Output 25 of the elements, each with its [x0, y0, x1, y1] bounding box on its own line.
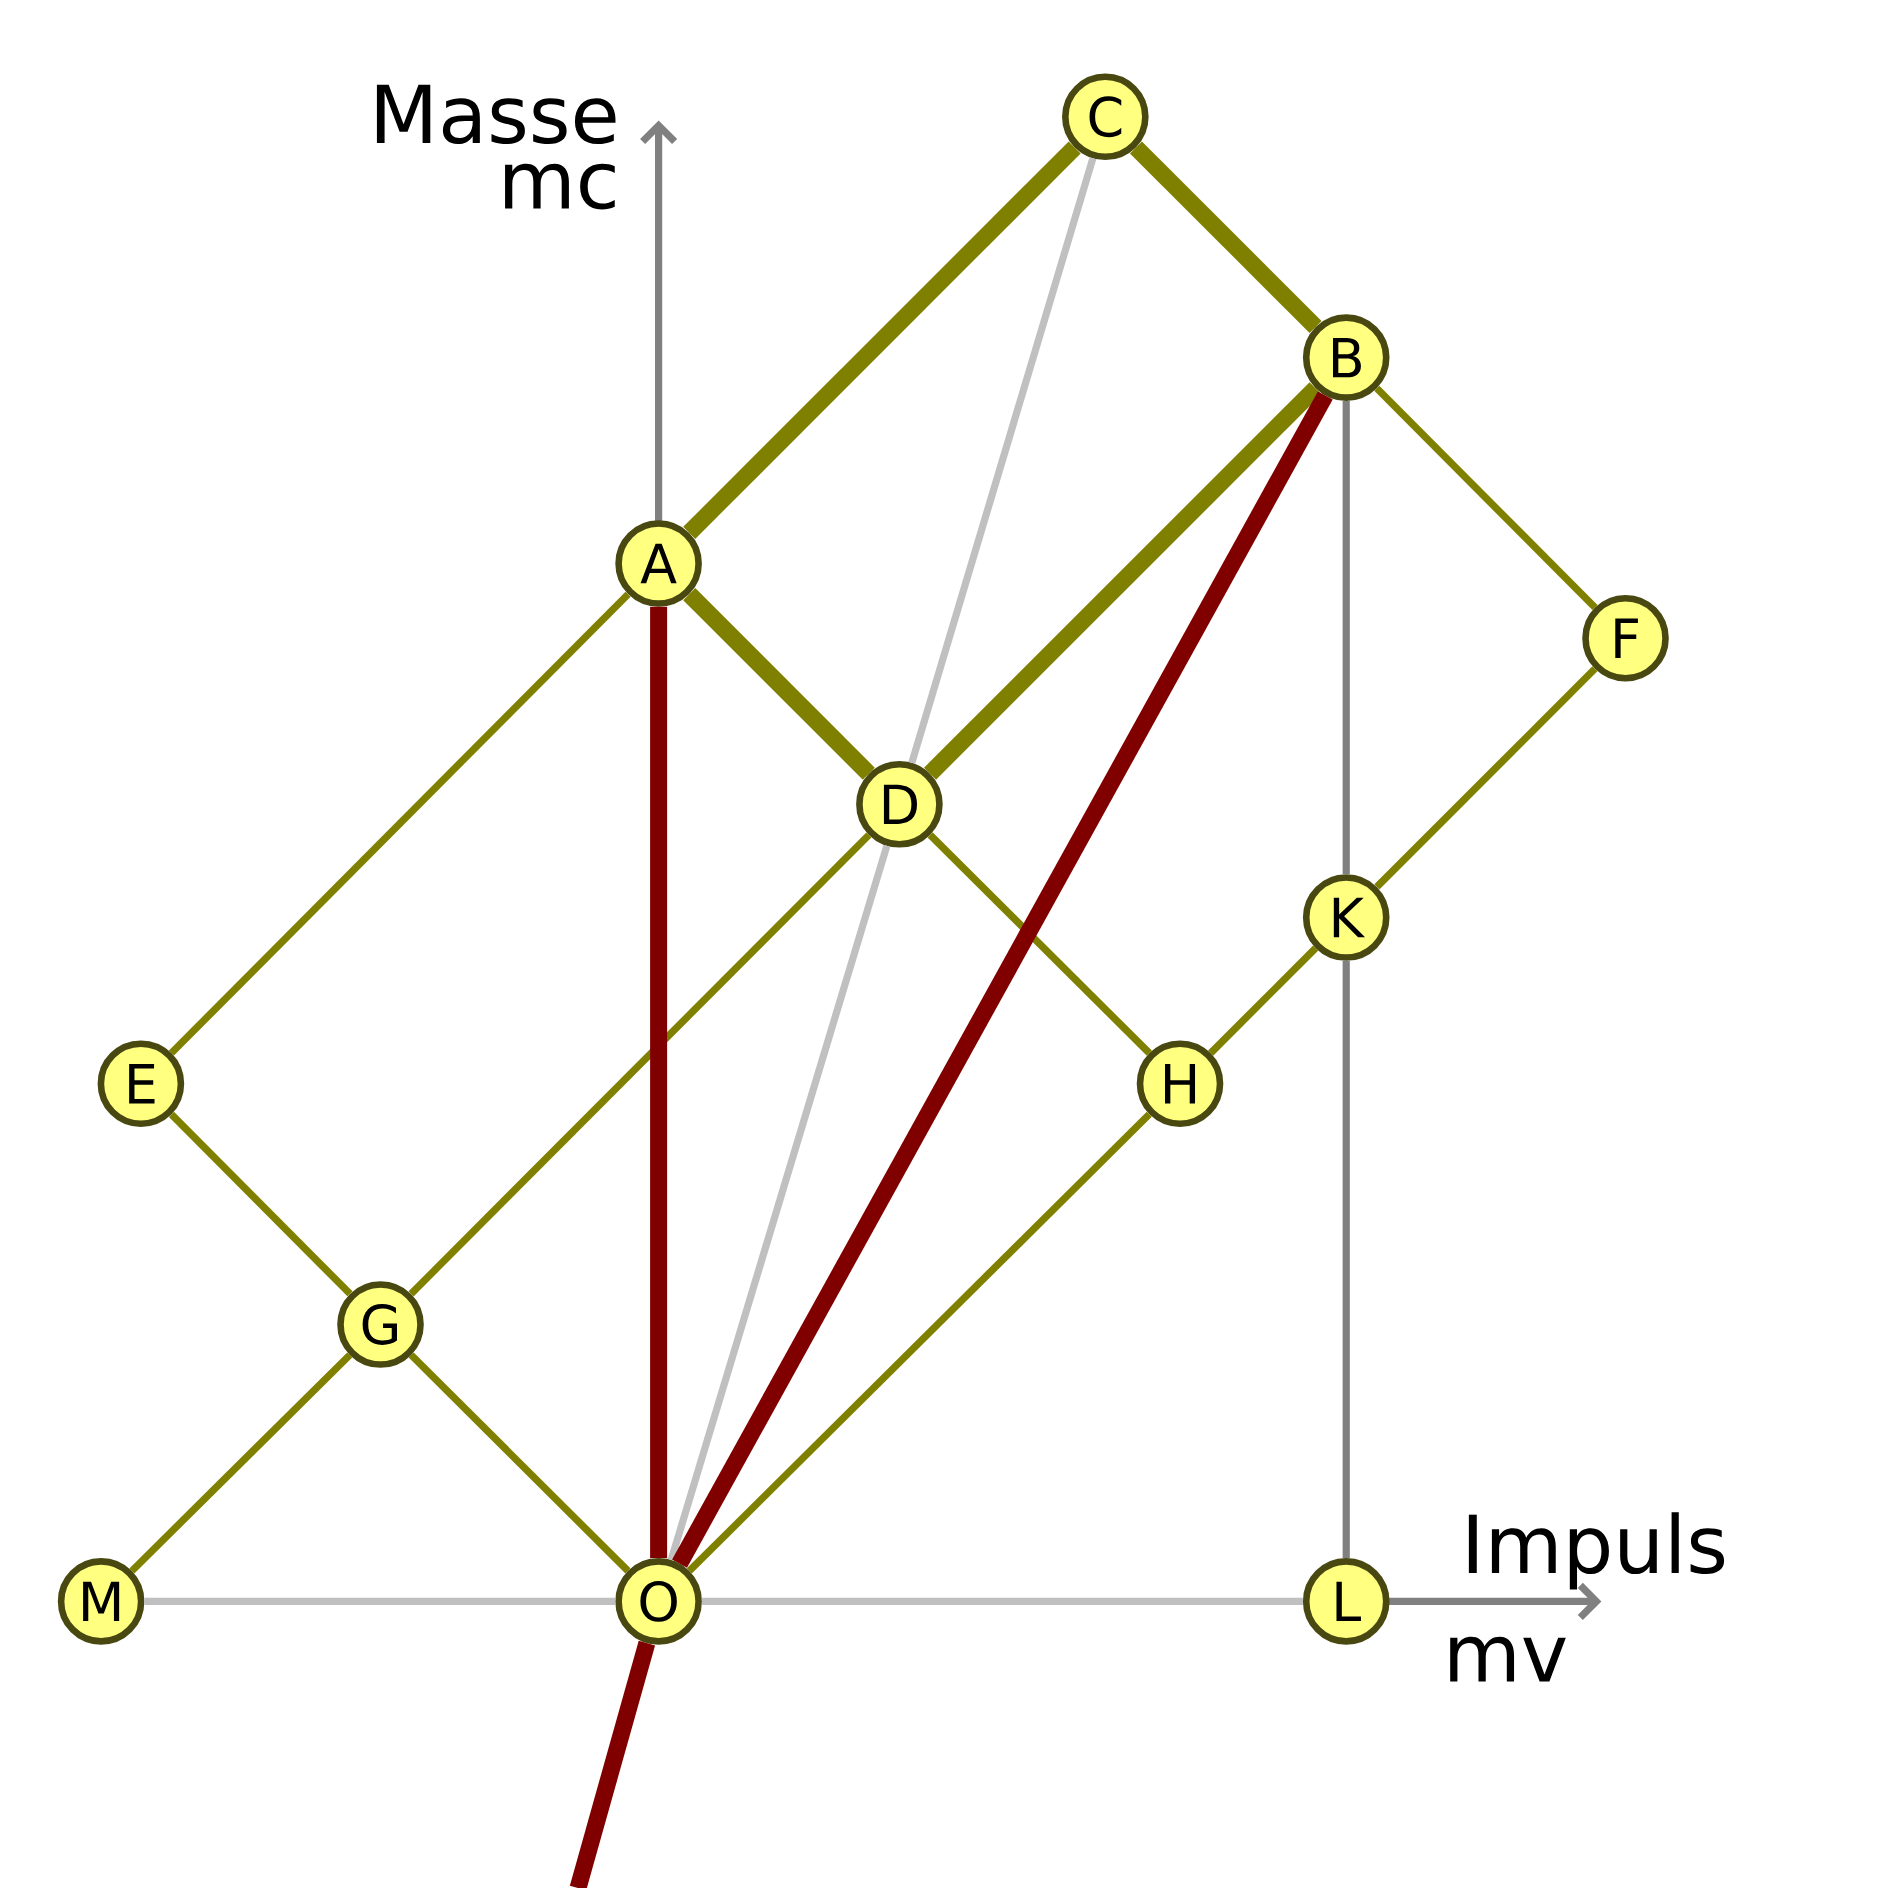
line: [924, 382, 1322, 780]
line: [1208, 945, 1319, 1056]
line: [1374, 666, 1598, 890]
line: [1342, 960, 1350, 1559]
axis-label: mv: [1450, 1636, 1566, 1682]
line: [408, 1352, 631, 1574]
line: [569, 1640, 656, 1888]
axis-label: Masse: [376, 84, 616, 145]
line: [683, 588, 875, 780]
line: [1374, 385, 1598, 611]
line: [1342, 400, 1350, 875]
axis-label: mc: [505, 163, 615, 210]
line: [168, 1111, 353, 1297]
line: [686, 1111, 1152, 1574]
line: [667, 844, 891, 1561]
line: [672, 391, 1333, 1568]
line: [908, 157, 1097, 764]
line: [683, 141, 1081, 539]
line: [1129, 141, 1322, 333]
line: [168, 591, 631, 1056]
line: [927, 832, 1152, 1056]
line: [408, 832, 872, 1297]
axis-label: Impuls: [1468, 1512, 1725, 1590]
line: [650, 606, 668, 1559]
line: [129, 1352, 353, 1574]
